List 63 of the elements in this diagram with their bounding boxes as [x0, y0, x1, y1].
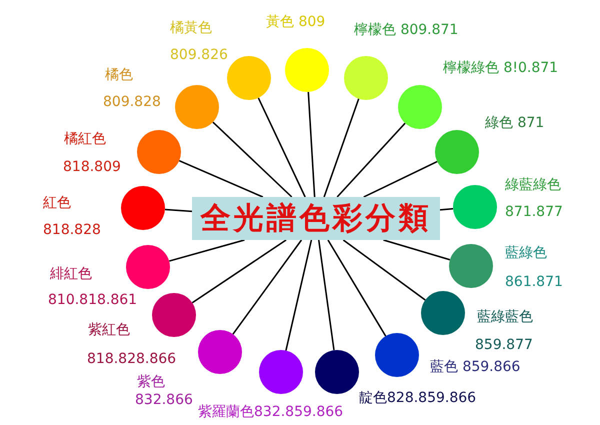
color-label: 紫色: [137, 374, 165, 390]
connector-line: [192, 239, 287, 304]
color-circle: [435, 130, 479, 174]
color-circle: [152, 293, 196, 337]
color-label: 紫羅蘭色832.859.866: [198, 404, 344, 420]
connector-line: [164, 208, 192, 212]
color-circle: [375, 333, 419, 377]
color-circle: [421, 291, 465, 335]
connector-line: [308, 92, 316, 198]
connector-line: [318, 240, 335, 350]
color-label: 藍綠藍色: [477, 309, 533, 325]
color-label: 紫紅色: [88, 322, 130, 338]
color-label: 橘黃色: [170, 20, 212, 36]
color-circle: [453, 185, 497, 229]
color-label: 859.877: [475, 337, 533, 353]
color-label: 黃色 809: [266, 14, 326, 30]
color-circle: [449, 244, 493, 288]
connector-line: [336, 122, 406, 198]
color-circle: [126, 245, 170, 289]
color-label: 832.866: [135, 392, 193, 408]
color-label: 綠色 871: [485, 115, 544, 131]
title-box: [192, 197, 440, 240]
color-label: 818.828.866: [87, 351, 176, 367]
connector-line: [168, 239, 245, 262]
color-label: 紅色: [43, 195, 71, 211]
color-label: 藍綠色: [505, 245, 547, 261]
color-label: 橘紅色: [64, 131, 106, 147]
connector-line: [212, 122, 292, 198]
color-circle: [198, 330, 242, 374]
color-circle: [227, 56, 271, 100]
color-label: 綠藍綠色: [505, 177, 561, 193]
color-label: 871.877: [505, 204, 563, 220]
color-label: 809.828: [103, 94, 161, 110]
color-label: 818.809: [63, 159, 121, 175]
color-label: 809.826: [170, 47, 228, 63]
color-circle: [285, 48, 329, 92]
connector-line: [323, 98, 360, 198]
connector-line: [327, 240, 386, 337]
color-circle: [175, 85, 219, 129]
color-label: 檸檬綠色 8!0.871: [443, 60, 558, 76]
color-label: 818.828: [43, 222, 101, 238]
color-label: 緋紅色: [50, 266, 92, 282]
connector-line: [383, 239, 450, 260]
connector-line: [232, 240, 302, 335]
color-label: 橘色: [105, 67, 133, 83]
connector-line: [285, 240, 312, 351]
connector-line: [178, 160, 264, 198]
connector-line: [258, 98, 306, 198]
color-circle: [398, 85, 442, 129]
color-label: 檸檬色 809.871: [354, 22, 458, 38]
color-label: 藍色 859.866: [430, 359, 520, 375]
color-label: 靛色828.859.866: [359, 390, 476, 406]
title-text: 全光譜色彩分類: [200, 200, 432, 238]
color-circle: [137, 130, 181, 174]
color-label: 810.818.861: [48, 292, 138, 308]
connector-line: [342, 239, 426, 301]
connector-line: [363, 160, 438, 198]
color-circle: [259, 350, 303, 394]
connector-line: [440, 208, 454, 211]
color-label: 861.871: [505, 274, 563, 290]
color-circle: [344, 56, 388, 100]
color-circle: [121, 186, 165, 230]
color-circle: [315, 350, 359, 394]
